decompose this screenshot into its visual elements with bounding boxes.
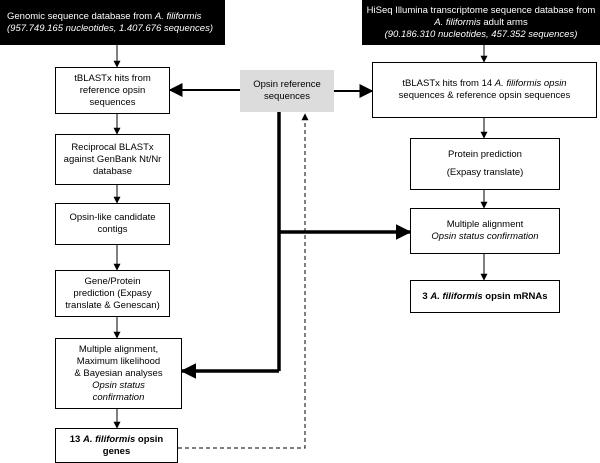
- right-tblastx-line1: tBLASTx hits from 14: [402, 78, 495, 89]
- left-alignment-italic1: Opsin status: [92, 379, 145, 391]
- right-alignment-box: Multiple alignment Opsin status confirma…: [410, 208, 560, 254]
- right-tblastx-box: tBLASTx hits from 14 A. filiformis opsin…: [372, 62, 597, 118]
- gene-prediction-box: Gene/Protein prediction (Expasy translat…: [55, 270, 170, 317]
- reciprocal-line2: against GenBank Nt/Nr: [63, 153, 162, 165]
- opsin-reference-line2: sequences: [264, 91, 310, 102]
- genes-line1-rest: opsin: [135, 433, 164, 445]
- right-alignment-line1: Multiple alignment: [446, 219, 524, 230]
- left-tblastx-line3: sequences: [89, 96, 136, 108]
- gene-prediction-line1: Gene/Protein: [84, 275, 141, 287]
- dashed-feedback-arrow: [178, 113, 309, 449]
- left-alignment-line2: Maximum likelihood: [76, 355, 161, 367]
- candidates-line1: Opsin-like candidate: [69, 212, 156, 223]
- transcriptome-database-title: HiSeq Illumina transcriptome sequence da…: [366, 4, 596, 16]
- mrnas-species: A. filiformis: [430, 290, 483, 302]
- left-tblastx-box: tBLASTx hits from reference opsin sequen…: [55, 67, 170, 114]
- genes-line2: genes: [102, 445, 131, 457]
- genes-species: A. filiformis: [82, 433, 136, 445]
- gene-prediction-line3: translate & Genescan): [65, 299, 160, 311]
- left-tblastx-line2: reference opsin: [79, 84, 146, 96]
- reciprocal-blastx-box: Reciprocal BLASTx against GenBank Nt/Nr …: [55, 134, 170, 185]
- candidates-line2: contigs: [97, 224, 128, 235]
- right-tblastx-species: A. filiformis opsin: [494, 78, 567, 89]
- candidate-contigs-box: Opsin-like candidate contigs: [55, 203, 170, 245]
- protein-prediction-line1: Protein prediction: [448, 149, 522, 160]
- genomic-database-box: Genomic sequence database from A. filifo…: [0, 0, 225, 45]
- opsin-mrnas-result-box: 3 A. filiformis opsin mRNAs: [410, 280, 560, 313]
- gene-prediction-line2: prediction (Expasy: [73, 287, 152, 299]
- transcriptome-database-stats: (90.186.310 nucleotides, 457.352 sequenc…: [384, 28, 578, 40]
- transcriptome-database-species: A. filiformis: [434, 16, 481, 28]
- opsin-genes-result-box: 13 A. filiformis opsin genes: [55, 428, 178, 463]
- opsin-reference-box: Opsin reference sequences: [240, 70, 334, 112]
- right-tblastx-line2: sequences & reference opsin sequences: [398, 90, 571, 101]
- opsin-reference-line1: Opsin reference: [253, 79, 321, 90]
- genomic-database-title: Genomic sequence database from: [7, 10, 155, 22]
- left-alignment-line1: Multiple alignment,: [78, 343, 159, 355]
- left-alignment-line3: & Bayesian analyses: [74, 367, 163, 379]
- reciprocal-line3: database: [92, 165, 133, 177]
- reciprocal-line1: Reciprocal BLASTx: [71, 141, 154, 153]
- left-alignment-box: Multiple alignment, Maximum likelihood &…: [55, 338, 182, 409]
- protein-prediction-line2: (Expasy translate): [446, 167, 524, 178]
- protein-prediction-box: Protein prediction (Expasy translate): [410, 138, 560, 190]
- mrnas-rest: opsin mRNAs: [482, 290, 548, 302]
- left-alignment-italic2: confirmation: [92, 391, 145, 403]
- transcriptome-database-tissue: adult arms: [480, 16, 528, 28]
- genomic-database-stats: (957.749.165 nucleotides, 1.407.676 sequ…: [7, 22, 213, 34]
- genes-count: 13: [69, 433, 83, 445]
- mrnas-count: 3: [422, 290, 431, 302]
- genomic-database-species: A. filiformis: [154, 10, 202, 22]
- left-tblastx-line1: tBLASTx hits from: [74, 72, 151, 84]
- right-alignment-italic: Opsin status confirmation: [431, 231, 539, 242]
- transcriptome-database-box: HiSeq Illumina transcriptome sequence da…: [362, 0, 600, 45]
